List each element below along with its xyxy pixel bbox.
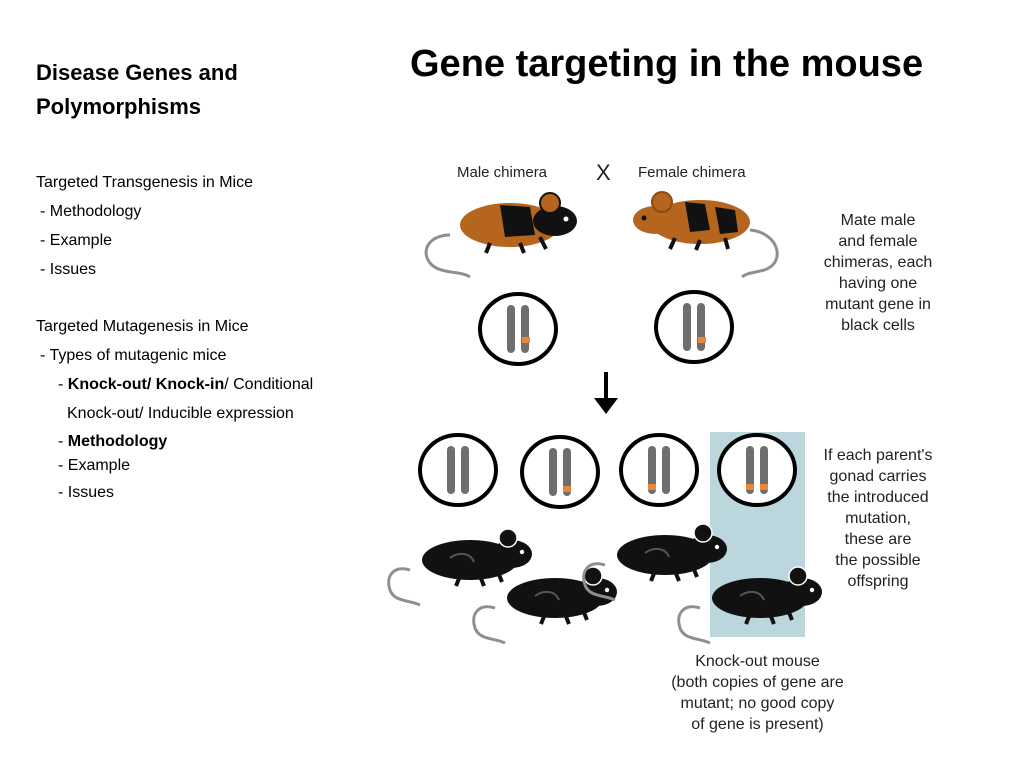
male-chromosome-circle bbox=[478, 292, 558, 366]
offspring-chromosome-knockout bbox=[717, 433, 797, 507]
transgenesis-item-example: - Example bbox=[40, 232, 113, 249]
offspring-note-line: offspring bbox=[847, 573, 909, 590]
mate-note-line: mutant gene in bbox=[825, 296, 931, 313]
female-chimera-label: Female chimera bbox=[638, 164, 746, 181]
slide-title: Gene targeting in the mouse bbox=[410, 43, 924, 85]
offspring-note-line: these are bbox=[844, 531, 912, 548]
mutagenesis-types: - Types of mutagenic mice bbox=[40, 347, 227, 364]
mutagenesis-types-line2: Knock-out/ Inducible expression bbox=[67, 405, 294, 422]
offspring-note: If each parent's gonad carries the intro… bbox=[808, 445, 948, 592]
knockin-bold: Knock-in bbox=[155, 376, 225, 393]
mutagenesis-methodology: - Methodology bbox=[36, 430, 376, 454]
conditional-text: / Conditional bbox=[224, 376, 314, 393]
mate-note: Mate male and female chimeras, each havi… bbox=[808, 210, 948, 336]
mate-note-line: and female bbox=[838, 233, 918, 250]
knockout-note-line: mutant; no good copy bbox=[680, 695, 835, 712]
male-chimera-label: Male chimera bbox=[457, 164, 548, 181]
knockout-note: Knock-out mouse (both copies of gene are… bbox=[640, 651, 875, 735]
transgenesis-heading: Targeted Transgenesis in Mice bbox=[36, 174, 253, 191]
mate-note-line: having one bbox=[838, 275, 918, 292]
transgenesis-item-methodology: - Methodology bbox=[40, 203, 142, 220]
offspring-note-line: If each parent's bbox=[823, 447, 933, 464]
offspring-note-line: gonad carries bbox=[829, 468, 927, 485]
sidebar-title: Disease Genes and Polymorphisms bbox=[36, 56, 336, 124]
outline: Targeted Transgenesis in Mice - Methodol… bbox=[36, 168, 376, 507]
dash: - bbox=[58, 433, 68, 450]
male-chimera-mouse bbox=[424, 192, 577, 279]
methodology-bold: Methodology bbox=[67, 433, 168, 450]
knockout-note-line: (both copies of gene are bbox=[671, 674, 844, 691]
sidebar-title-line2: Polymorphisms bbox=[36, 94, 202, 119]
offspring-note-line: the possible bbox=[835, 552, 921, 569]
sidebar-title-line1: Disease Genes and bbox=[36, 60, 238, 85]
mutagenesis-issues: - Issues bbox=[58, 484, 115, 501]
knockout-note-line: Knock-out mouse bbox=[695, 653, 820, 670]
offspring-chromosome-wildtype bbox=[418, 433, 498, 507]
transgenesis-item-issues: - Issues bbox=[40, 261, 97, 278]
offspring-chromosome-het2 bbox=[619, 433, 699, 507]
cross-symbol: X bbox=[596, 160, 611, 185]
female-chromosome-circle bbox=[654, 290, 734, 364]
offspring-mouse-2 bbox=[471, 565, 619, 645]
knockout-bold: Knock-out/ bbox=[67, 376, 152, 393]
dash: - bbox=[58, 376, 68, 393]
mutagenesis-heading: Targeted Mutagenesis in Mice bbox=[36, 318, 249, 335]
mate-note-line: Mate male bbox=[840, 212, 916, 229]
down-arrow-icon bbox=[594, 372, 618, 414]
knockout-note-line: of gene is present) bbox=[691, 716, 824, 733]
mate-note-line: black cells bbox=[841, 317, 915, 334]
offspring-note-line: mutation, bbox=[845, 510, 911, 527]
mate-note-line: chimeras, each bbox=[823, 254, 933, 271]
mutagenesis-example: - Example bbox=[58, 457, 131, 474]
female-chimera-mouse bbox=[633, 191, 779, 279]
offspring-note-line: the introduced bbox=[827, 489, 929, 506]
offspring-chromosome-het1 bbox=[520, 435, 600, 509]
mutagenesis-types-line1: - Knock-out/ Knock-in/ Conditional bbox=[36, 370, 376, 399]
